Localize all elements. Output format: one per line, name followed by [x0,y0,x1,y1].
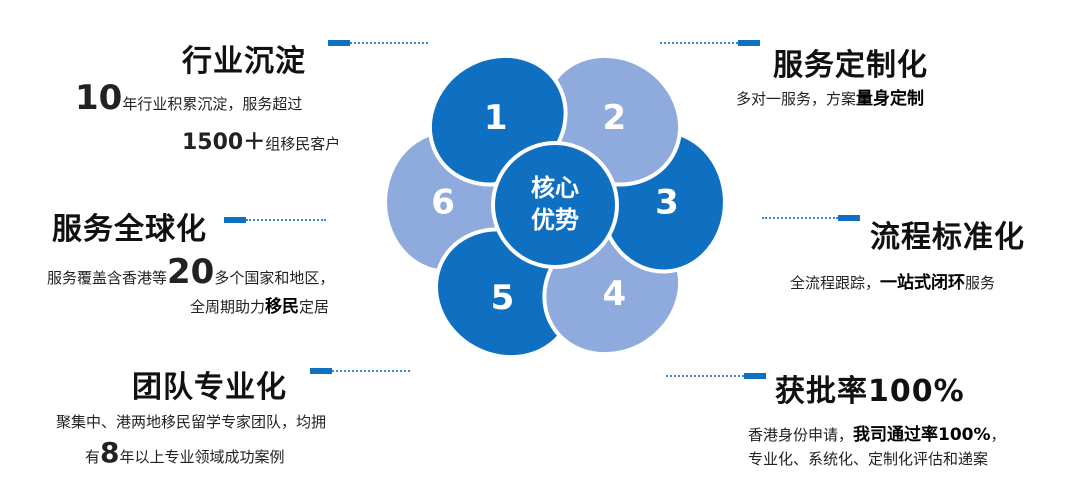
process-bold: 一站式闭环 [880,273,966,293]
team-num: 8 [100,436,120,469]
petal-number-3: 3 [655,182,679,222]
approval-text3: 专业化、系统化、定制化评估和递案 [748,450,989,468]
global-num: 20 [167,252,215,292]
team-text1: 聚集中、港两地移民留学专家团队，均拥 [56,413,327,431]
industry-text1: 年行业积累沉淀，服务超过 [122,95,303,113]
global-title: 服务全球化 [52,212,207,247]
petal-number-4: 4 [603,274,627,314]
global-text4: 定居 [299,298,330,316]
custom-title: 服务定制化 [773,48,928,83]
center-label-1: 核心 [531,174,579,202]
approval-connector [666,373,766,379]
industry-title: 行业沉淀 [182,44,306,79]
global-connector [224,217,326,223]
global-bold: 移民 [265,297,300,317]
industry-text2: 组移民客户 [265,135,341,153]
global-text3: 全周期助力 [190,298,266,316]
industry-num1: 10 [75,78,123,118]
custom-text: 多对一服务，方案 [736,90,857,108]
approval-text1: 香港身份申请， [748,426,854,444]
petal-number-5: 5 [491,278,515,318]
petal-number-1: 1 [484,98,508,138]
custom-bold: 量身定制 [856,89,925,109]
center-circle [491,141,619,269]
approval-text2: ， [990,426,1006,444]
global-text1: 服务覆盖含香港等 [47,269,168,287]
custom-connector [660,40,760,46]
team-title: 团队专业化 [132,370,287,405]
petal-number-2: 2 [603,98,627,138]
industry-connector [328,40,428,46]
industry-num2: 1500＋ [182,130,266,155]
global-text2: 多个国家和地区， [214,269,335,287]
team-text2: 年以上专业领域成功案例 [119,448,285,466]
team-pre: 有 [85,448,101,466]
center-label-2: 优势 [531,206,579,234]
approval-bold: 我司通过率100% [853,425,991,445]
process-text1: 全流程跟踪， [790,274,881,292]
process-connector [762,215,860,221]
process-title: 流程标准化 [870,220,1025,255]
petal-number-6: 6 [431,182,455,222]
process-text2: 服务 [965,274,996,292]
approval-title: 获批率100% [775,374,965,409]
team-connector [310,368,410,374]
